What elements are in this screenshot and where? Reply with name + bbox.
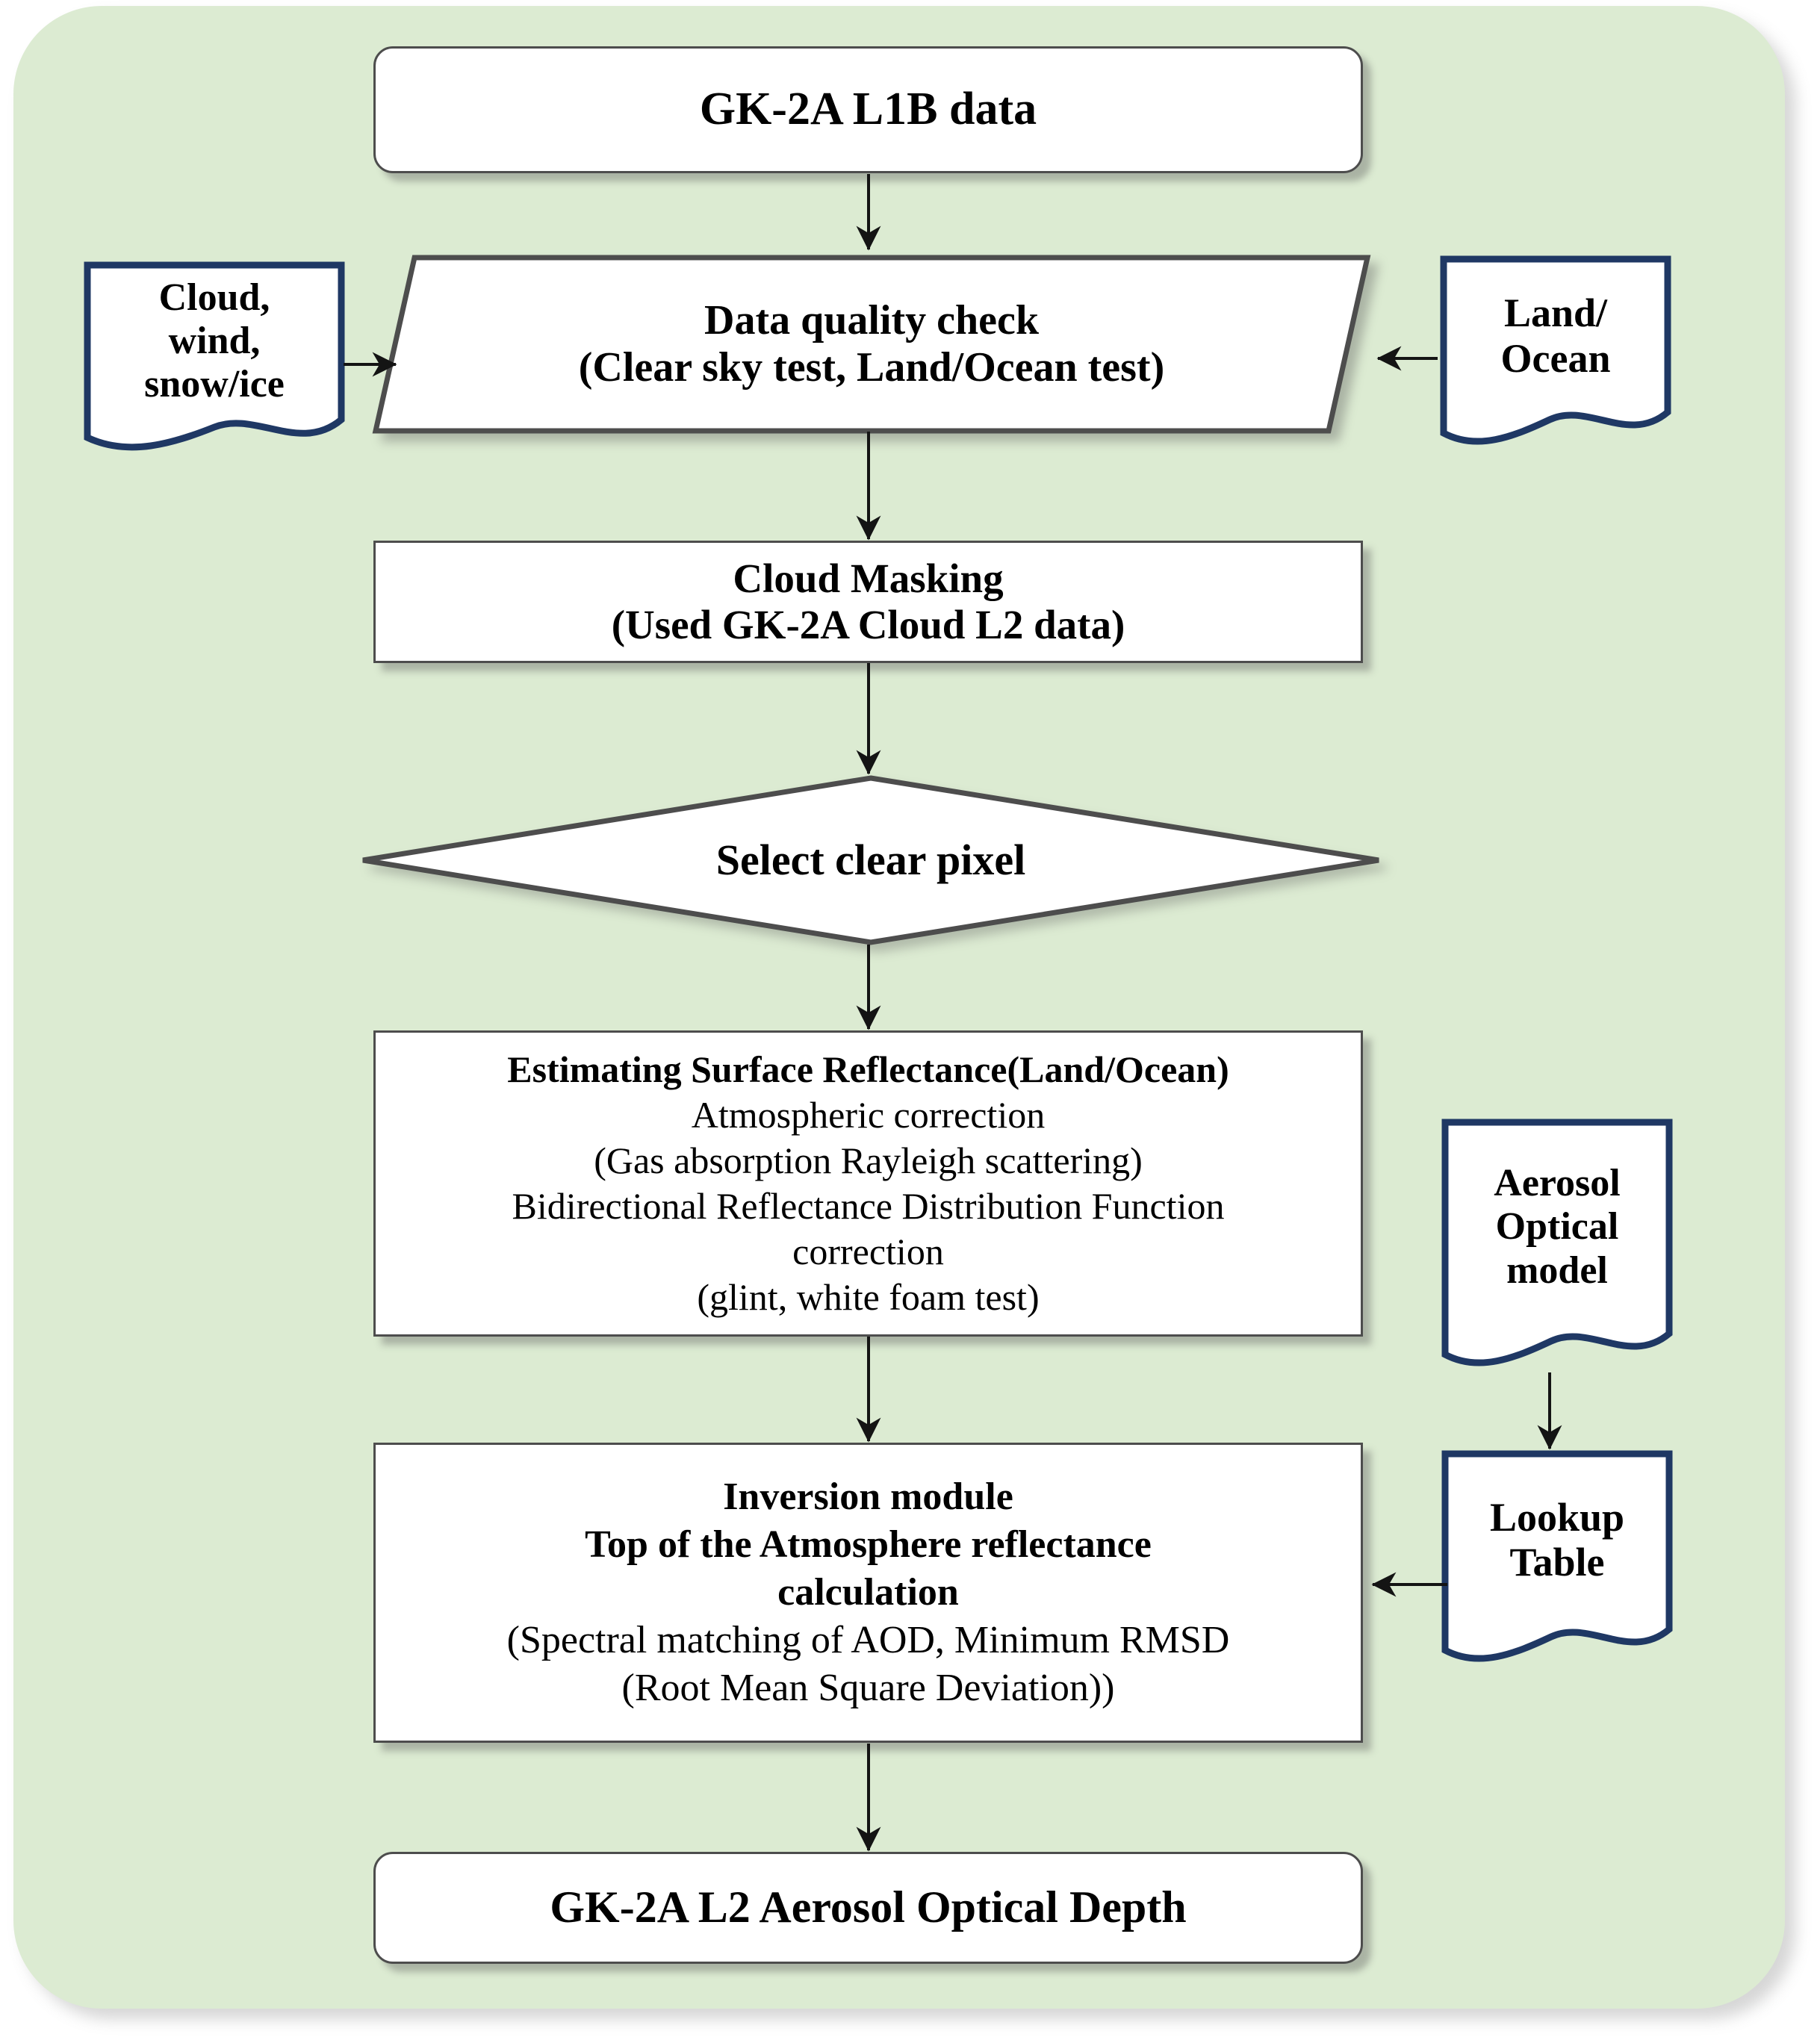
node-gk2a-l1b-data[interactable]: GK-2A L1B data bbox=[373, 46, 1363, 173]
node-label-line2: (Used GK-2A Cloud L2 data) bbox=[611, 602, 1125, 647]
decision-shape bbox=[362, 775, 1379, 945]
node-label-line2: Atmospheric correction bbox=[691, 1094, 1046, 1136]
node-label-line1: Land/ bbox=[1503, 290, 1608, 336]
document-shape bbox=[1440, 255, 1671, 445]
node-label-line3: calculation bbox=[777, 1571, 959, 1614]
node-label-line1: Aerosol bbox=[1494, 1162, 1621, 1205]
node-label-line1: Estimating Surface Reflectance(Land/Ocea… bbox=[507, 1048, 1229, 1090]
node-lookup-table[interactable]: Lookup Table bbox=[1441, 1450, 1673, 1674]
node-label-line1: Lookup bbox=[1489, 1494, 1625, 1540]
node-aerosol-optical-model[interactable]: Aerosol Optical model bbox=[1441, 1119, 1673, 1380]
node-label: GK-2A L1B data bbox=[699, 84, 1037, 135]
node-label-line5: (Root Mean Square Deviation)) bbox=[621, 1666, 1115, 1709]
document-shape bbox=[84, 261, 345, 451]
node-label-line1: Cloud Masking bbox=[733, 556, 1004, 602]
node-label-line2: Optical bbox=[1495, 1205, 1619, 1248]
node-label-line3: (Gas absorption Rayleigh scattering) bbox=[594, 1139, 1143, 1181]
node-label-line1: Cloud, bbox=[158, 276, 270, 319]
node-label-line3: model bbox=[1506, 1248, 1608, 1292]
node-select-clear-pixel[interactable]: Select clear pixel bbox=[360, 775, 1382, 945]
node-label-line4: Bidirectional Reflectance Distribution F… bbox=[512, 1185, 1225, 1227]
node-label-line1: Inversion module bbox=[723, 1475, 1013, 1519]
node-label-line2: Table bbox=[1509, 1540, 1605, 1584]
node-gk2a-l2-aerosol-optical-depth[interactable]: GK-2A L2 Aerosol Optical Depth bbox=[373, 1852, 1363, 1964]
node-label: GK-2A L2 Aerosol Optical Depth bbox=[550, 1882, 1187, 1932]
node-data-quality-check[interactable]: Data quality check (Clear sky test, Land… bbox=[372, 254, 1371, 435]
node-label-line2: Top of the Atmosphere reflectance bbox=[585, 1523, 1152, 1567]
node-land-ocean[interactable]: Land/ Ocean bbox=[1440, 255, 1671, 457]
node-label: Select clear pixel bbox=[715, 835, 1026, 884]
node-label-line1: Data quality check bbox=[704, 297, 1039, 344]
node-label-line2: Ocean bbox=[1500, 335, 1611, 381]
node-label-line6: (glint, white foam test) bbox=[697, 1276, 1040, 1318]
node-label-line3: snow/ice bbox=[144, 363, 285, 406]
node-inversion-module[interactable]: Inversion module Top of the Atmosphere r… bbox=[373, 1443, 1363, 1743]
node-label-line5: correction bbox=[792, 1231, 944, 1272]
node-label-line2: wind, bbox=[168, 319, 261, 362]
document-shape bbox=[1441, 1119, 1673, 1366]
node-cloud-wind-snowice[interactable]: Cloud, wind, snow/ice bbox=[84, 261, 345, 459]
node-label-line4: (Spectral matching of AOD, Minimum RMSD bbox=[506, 1618, 1230, 1661]
node-cloud-masking[interactable]: Cloud Masking (Used GK-2A Cloud L2 data) bbox=[373, 541, 1363, 663]
document-shape bbox=[1441, 1450, 1673, 1662]
node-estimating-surface-reflectance[interactable]: Estimating Surface Reflectance(Land/Ocea… bbox=[373, 1030, 1363, 1337]
node-label-line2: (Clear sky test, Land/Ocean test) bbox=[578, 344, 1165, 391]
